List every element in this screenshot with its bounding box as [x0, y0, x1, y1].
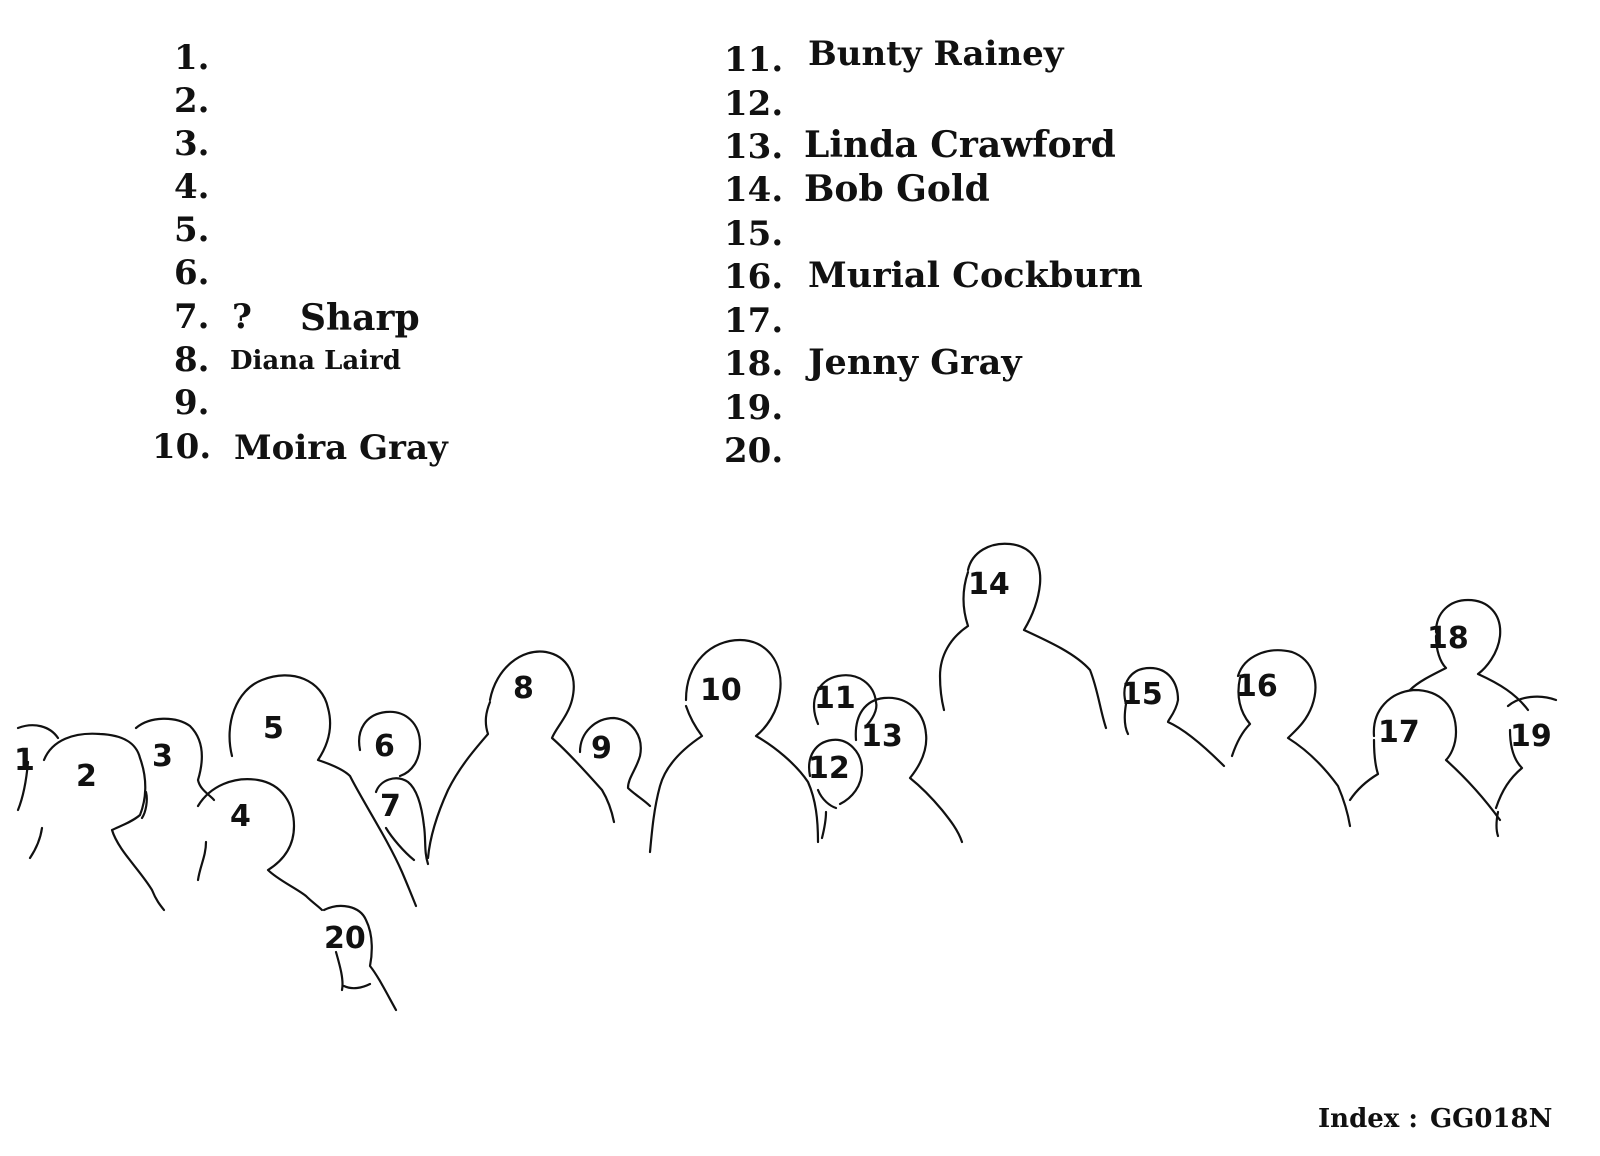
- figure-label-17: 17: [1378, 715, 1420, 750]
- silhouette-3: [134, 717, 216, 820]
- figure-label-8: 8: [513, 671, 534, 706]
- silhouette-19: [1494, 695, 1558, 838]
- figure-label-10: 10: [700, 673, 742, 708]
- key-number-4: 4.: [174, 167, 210, 207]
- key-number-10: 10.: [152, 427, 212, 467]
- key-number-16: 16.: [724, 257, 784, 297]
- key-number-13: 13.: [724, 127, 784, 167]
- silhouette-18: [1408, 598, 1530, 712]
- key-name-11: Bunty Rainey: [808, 34, 1064, 74]
- key-number-9: 9.: [174, 383, 210, 423]
- figure-label-4: 4: [230, 799, 251, 834]
- silhouette-20: [322, 904, 398, 1012]
- silhouette-14: [938, 542, 1108, 730]
- silhouette-1: [16, 724, 60, 860]
- figure-label-1: 1: [14, 743, 35, 778]
- key-number-8: 8.: [174, 340, 210, 380]
- silhouette-11: [813, 674, 878, 728]
- silhouette-17: [1348, 688, 1502, 822]
- key-name-7-surname: Sharp: [300, 297, 420, 339]
- figure-label-12: 12: [808, 751, 850, 786]
- key-number-12: 12.: [724, 84, 784, 124]
- key-number-20: 20.: [724, 431, 784, 471]
- figure-label-7: 7: [380, 789, 401, 824]
- silhouette-12: [808, 738, 864, 840]
- key-name-10: Moira Gray: [234, 428, 448, 468]
- key-number-2: 2.: [174, 81, 210, 121]
- key-number-11: 11.: [724, 40, 784, 80]
- figure-label-16: 16: [1236, 669, 1278, 704]
- figure-label-6: 6: [374, 729, 395, 764]
- key-number-5: 5.: [174, 210, 210, 250]
- key-name-13: Linda Crawford: [804, 124, 1116, 166]
- key-number-18: 18.: [724, 344, 784, 384]
- silhouette-9: [578, 716, 652, 808]
- figure-label-20: 20: [324, 921, 366, 956]
- figure-label-19: 19: [1510, 719, 1552, 754]
- key-name-18: Jenny Gray: [808, 342, 1022, 383]
- key-name-8: Diana Laird: [230, 346, 401, 376]
- figure-label-9: 9: [591, 731, 612, 766]
- silhouette-2: [42, 732, 166, 912]
- figure-label-18: 18: [1427, 621, 1469, 656]
- figure-label-3: 3: [152, 739, 173, 774]
- figure-label-15: 15: [1121, 677, 1163, 712]
- silhouette-13: [854, 696, 964, 844]
- silhouette-7: [374, 777, 430, 866]
- key-number-6: 6.: [174, 253, 210, 293]
- key-number-15: 15.: [724, 214, 784, 254]
- key-number-17: 17.: [724, 301, 784, 341]
- key-number-14: 14.: [724, 170, 784, 210]
- key-number-19: 19.: [724, 388, 784, 428]
- figure-label-5: 5: [263, 711, 284, 746]
- silhouette-16: [1230, 649, 1352, 828]
- silhouette-10: [648, 638, 820, 854]
- silhouette-6: [358, 710, 422, 778]
- silhouette-15: [1123, 666, 1226, 768]
- silhouette-5: [228, 674, 418, 908]
- key-name-16: Murial Cockburn: [808, 255, 1143, 296]
- figure-label-11: 11: [814, 681, 856, 716]
- figure-label-13: 13: [861, 719, 903, 754]
- index-code: Index : GG018N: [1318, 1104, 1552, 1134]
- index-value: GG018N: [1429, 1104, 1553, 1134]
- silhouette-8: [426, 650, 616, 860]
- key-name-14: Bob Gold: [804, 168, 990, 210]
- key-number-7: 7.: [174, 297, 210, 337]
- figure-label-14: 14: [968, 567, 1010, 602]
- key-number-3: 3.: [174, 124, 210, 164]
- figure-label-2: 2: [76, 759, 97, 794]
- key-number-1: 1.: [174, 38, 210, 78]
- key-name-7-given: ?: [232, 297, 252, 337]
- index-label: Index :: [1318, 1104, 1418, 1134]
- silhouette-4: [196, 778, 324, 912]
